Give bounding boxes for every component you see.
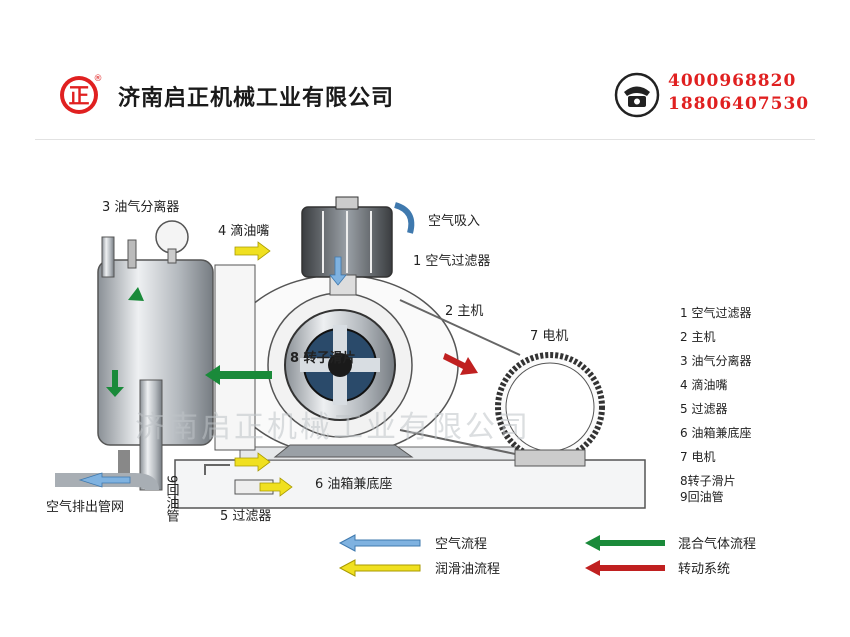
label-drip-nozzle: 4 滴油嘴 [218, 223, 269, 239]
header-divider [35, 139, 815, 140]
oil-gas-separator [97, 220, 214, 491]
label-air-inlet: 空气吸入 [428, 213, 480, 229]
legend-oil-arrow [338, 559, 421, 577]
component-list: 1 空气过滤器 2 主机 3 油气分离器 4 滴油嘴 5 过滤器 6 油箱兼底座… [680, 305, 751, 504]
label-air-filter: 1 空气过滤器 [413, 253, 490, 269]
return-pipe [204, 464, 230, 475]
registered-mark: ® [94, 74, 103, 84]
air-flow-arrows [78, 202, 415, 488]
logo-glyph: 正 [69, 84, 90, 108]
oil-flow-arrows [234, 241, 293, 497]
label-motor: 7 电机 [530, 329, 568, 344]
phone-number-2: 18806407530 [668, 94, 810, 114]
component-list-item: 6 油箱兼底座 [680, 425, 751, 440]
component-list-item: 3 油气分离器 [680, 353, 751, 368]
component-list-item: 5 过滤器 [680, 402, 727, 416]
label-main-unit: 2 主机 [445, 304, 483, 319]
telephone-icon [614, 72, 660, 118]
label-separator: 3 油气分离器 [102, 199, 179, 215]
company-name: 济南启正机械工业有限公司 [118, 86, 395, 111]
legend-air-arrow [338, 534, 421, 552]
company-logo-icon: 正 ® [60, 74, 103, 114]
label-tank: 6 油箱兼底座 [315, 476, 392, 492]
component-list-item: 8转子滑片 [680, 473, 736, 488]
compressor-diagram: 3 油气分离器 4 滴油嘴 空气吸入 1 空气过滤器 2 主机 7 电机 8 转… [46, 196, 756, 577]
legend-mixed-label: 混合气体流程 [678, 536, 756, 552]
rotation-arrow [443, 353, 478, 375]
legend-rotation-label: 转动系统 [678, 562, 730, 577]
legend-mixed-arrow [585, 535, 665, 551]
legend-air-label: 空气流程 [435, 536, 487, 552]
component-list-item: 2 主机 [680, 330, 715, 344]
flow-legend: 空气流程 润滑油流程 混合气体流程 转动系统 [338, 534, 756, 577]
label-exhaust: 空气排出管网 [46, 499, 124, 515]
component-list-item: 7 电机 [680, 450, 715, 464]
phone-numbers: 4000968820 18806407530 [668, 70, 809, 116]
label-filter: 5 过滤器 [220, 509, 271, 524]
component-list-item: 4 滴油嘴 [680, 377, 727, 392]
label-return-pipe: 9回油管 [164, 475, 180, 524]
phone-number-1: 4000968820 [668, 71, 797, 91]
component-list-item: 1 空气过滤器 [680, 305, 751, 320]
air-filter [301, 196, 393, 296]
mixed-gas-flow-arrows [106, 287, 272, 397]
drive-belt [399, 299, 521, 456]
legend-oil-label: 润滑油流程 [435, 562, 500, 577]
header: 正 ® 济南启正机械工业有限公司 4000968820 18806407530 [0, 0, 850, 145]
component-list-item: 9回油管 [680, 489, 724, 504]
exhaust-pipe [55, 473, 159, 491]
electric-motor [495, 352, 605, 467]
main-unit [214, 264, 459, 458]
watermark: 济南启正机械工业有限公司 [135, 410, 531, 445]
label-rotor: 8 转子滑片 [290, 350, 356, 366]
legend-rotation-arrow [585, 560, 665, 576]
